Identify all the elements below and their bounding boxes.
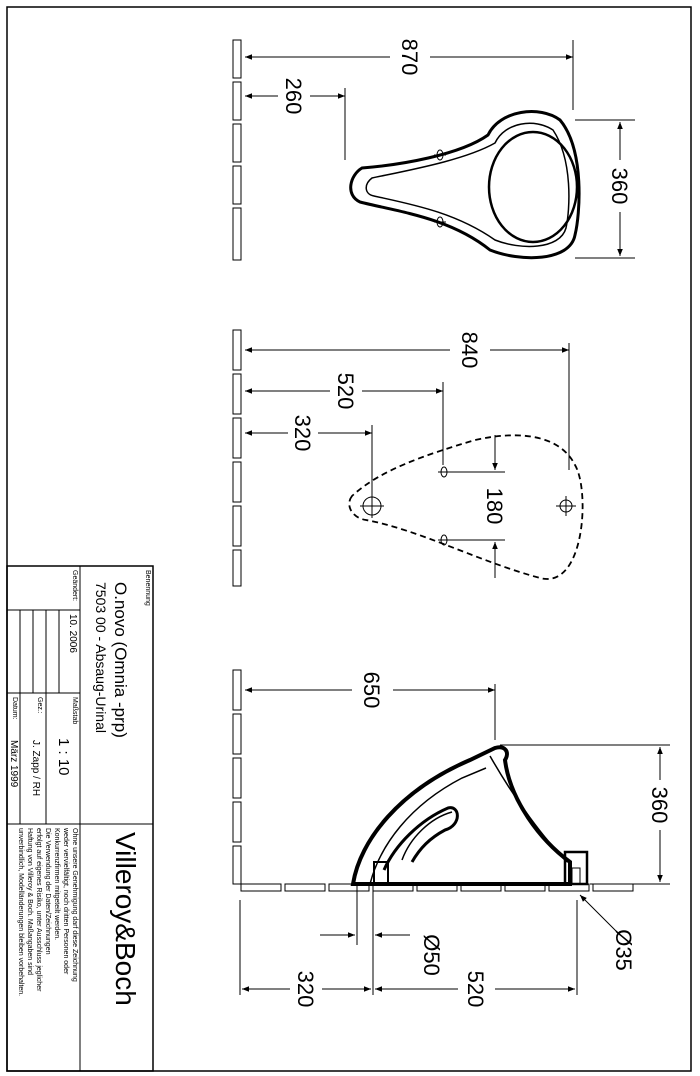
disclaimer-line-4: erfolgt auf eigenes Risiko, unter Aussch… [35, 828, 42, 992]
back-view-dimension-lines [245, 343, 570, 578]
side-view-dimension-lines [239, 684, 670, 995]
title-block: Benennung O.novo (Omnia -prp) 7503 00 - … [6, 565, 154, 1072]
top-view-body [349, 110, 581, 260]
back-view-wall [232, 329, 242, 587]
disclaimer-line-0: Ohne unsere Genehmigung darf diese Zeich… [71, 828, 78, 982]
top-view-wall [232, 39, 242, 261]
sheet-border [6, 6, 692, 1072]
title-benennung-label: Benennung [144, 570, 151, 606]
top-view-dimension-lines [245, 40, 635, 259]
title-massstab-label: Maßstab [71, 697, 78, 724]
back-view-spacing-dim: 180 [482, 488, 507, 525]
disclaimer-line-5: Haftung von Villeroy & Boch. Maßangaben … [26, 828, 33, 975]
title-product-name: O.novo (Omnia -prp) [111, 582, 130, 738]
title-geaendert-label: Geändert: [71, 570, 78, 601]
side-view-height-dim: 360 [647, 787, 672, 824]
disclaimer-line-3: Die Verwendung der Daten/Zeichnungen [44, 828, 51, 955]
side-view-drain-dim: Ø50 [419, 934, 444, 976]
side-view-body [350, 745, 589, 886]
side-view-base-left-dim: 320 [293, 971, 318, 1008]
back-view-near-dim: 320 [290, 415, 315, 452]
title-gez-label: Gez.: [36, 697, 43, 714]
side-view: 650 360 Ø35 Ø50 320 520 [232, 669, 672, 1008]
title-scale-value: 1 : 10 [55, 738, 72, 776]
title-product-number: 7503 00 - Absaug-Urinal [93, 582, 109, 733]
side-view-outlet-dim: Ø35 [611, 929, 636, 971]
side-view-wall [232, 669, 242, 885]
disclaimer-line-2: Konkurrenzfirmen mitgeteilt werden. [53, 828, 60, 940]
back-view-width-dim: 840 [457, 332, 482, 369]
top-view: 870 260 360 [232, 39, 635, 261]
side-view-width-dim: 650 [359, 672, 384, 709]
disclaimer-line-1: weder vervielfältigt, noch dritten Perso… [62, 827, 69, 975]
back-view: 840 520 320 180 [232, 329, 584, 587]
title-datum-value: März 1999 [8, 740, 19, 788]
back-view-mid-dim: 520 [333, 373, 358, 410]
top-view-depth-dim: 360 [607, 168, 632, 205]
back-view-outline [348, 434, 584, 580]
title-datum-label: Datum: [11, 697, 18, 720]
top-view-offset-dim: 260 [281, 78, 306, 115]
brand-logo: Villeroy&Boch [110, 832, 141, 1006]
title-geaendert-value: 10. 2006 [67, 614, 78, 653]
side-view-base-right-dim: 520 [463, 971, 488, 1008]
disclaimer-line-6: unverbindlich, Modelländerungen bleiben … [17, 828, 24, 996]
top-view-width-dim: 870 [397, 39, 422, 76]
title-gez-value: J. Zapp / RH [30, 740, 41, 796]
